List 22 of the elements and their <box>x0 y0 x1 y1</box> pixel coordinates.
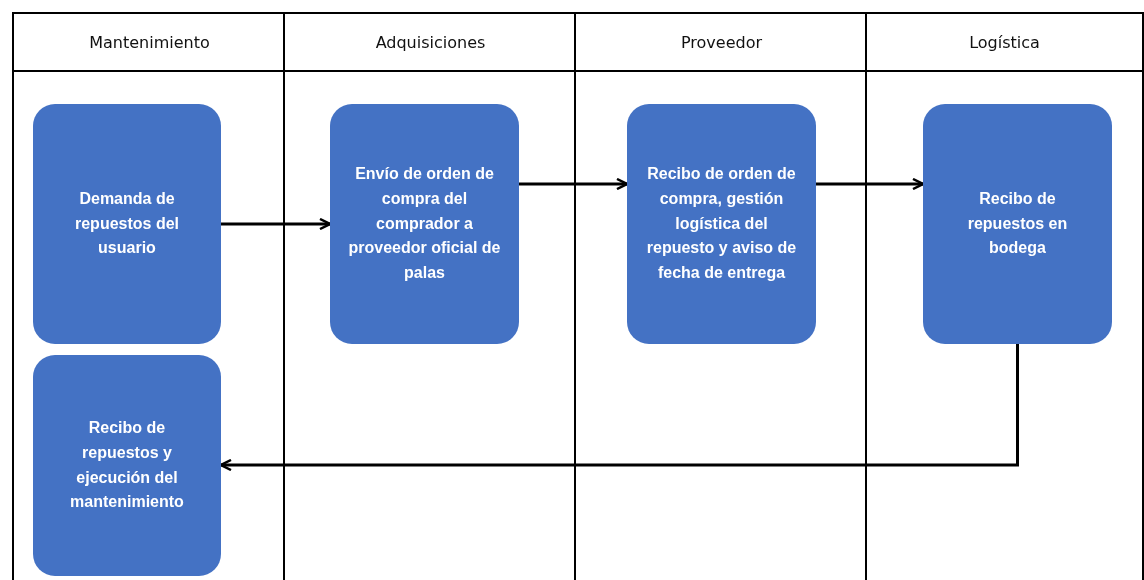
process-text: Recibo de repuestos y ejecución del mantenimiento <box>69 417 185 513</box>
arrow <box>816 177 925 191</box>
swimlane <box>283 12 576 580</box>
swimlane <box>12 12 285 580</box>
process-box <box>330 104 519 344</box>
process-box <box>923 104 1112 344</box>
process-box <box>33 355 221 576</box>
process-box <box>627 104 816 344</box>
lane-title: Logística <box>969 32 1040 52</box>
lane-title: Mantenimiento <box>89 32 210 52</box>
process-text: Recibo de repuestos en bodega <box>966 188 1069 259</box>
lane-title: Proveedor <box>680 32 763 52</box>
arrow <box>219 344 1019 472</box>
lane-title: Adquisiciones <box>375 32 486 52</box>
process-text: Recibo de orden de compra, gestión logística del repuesto y aviso de fecha de entrega <box>645 164 798 284</box>
process-text: Demanda de repuestos del usuario <box>74 188 180 259</box>
arrow <box>519 177 629 191</box>
process-box <box>33 104 221 344</box>
arrow <box>221 217 332 231</box>
process-text: Envío de orden de compra del comprador a proveedor oficial de palas <box>347 164 502 284</box>
swimlane <box>865 12 1144 580</box>
swimlane <box>574 12 867 580</box>
